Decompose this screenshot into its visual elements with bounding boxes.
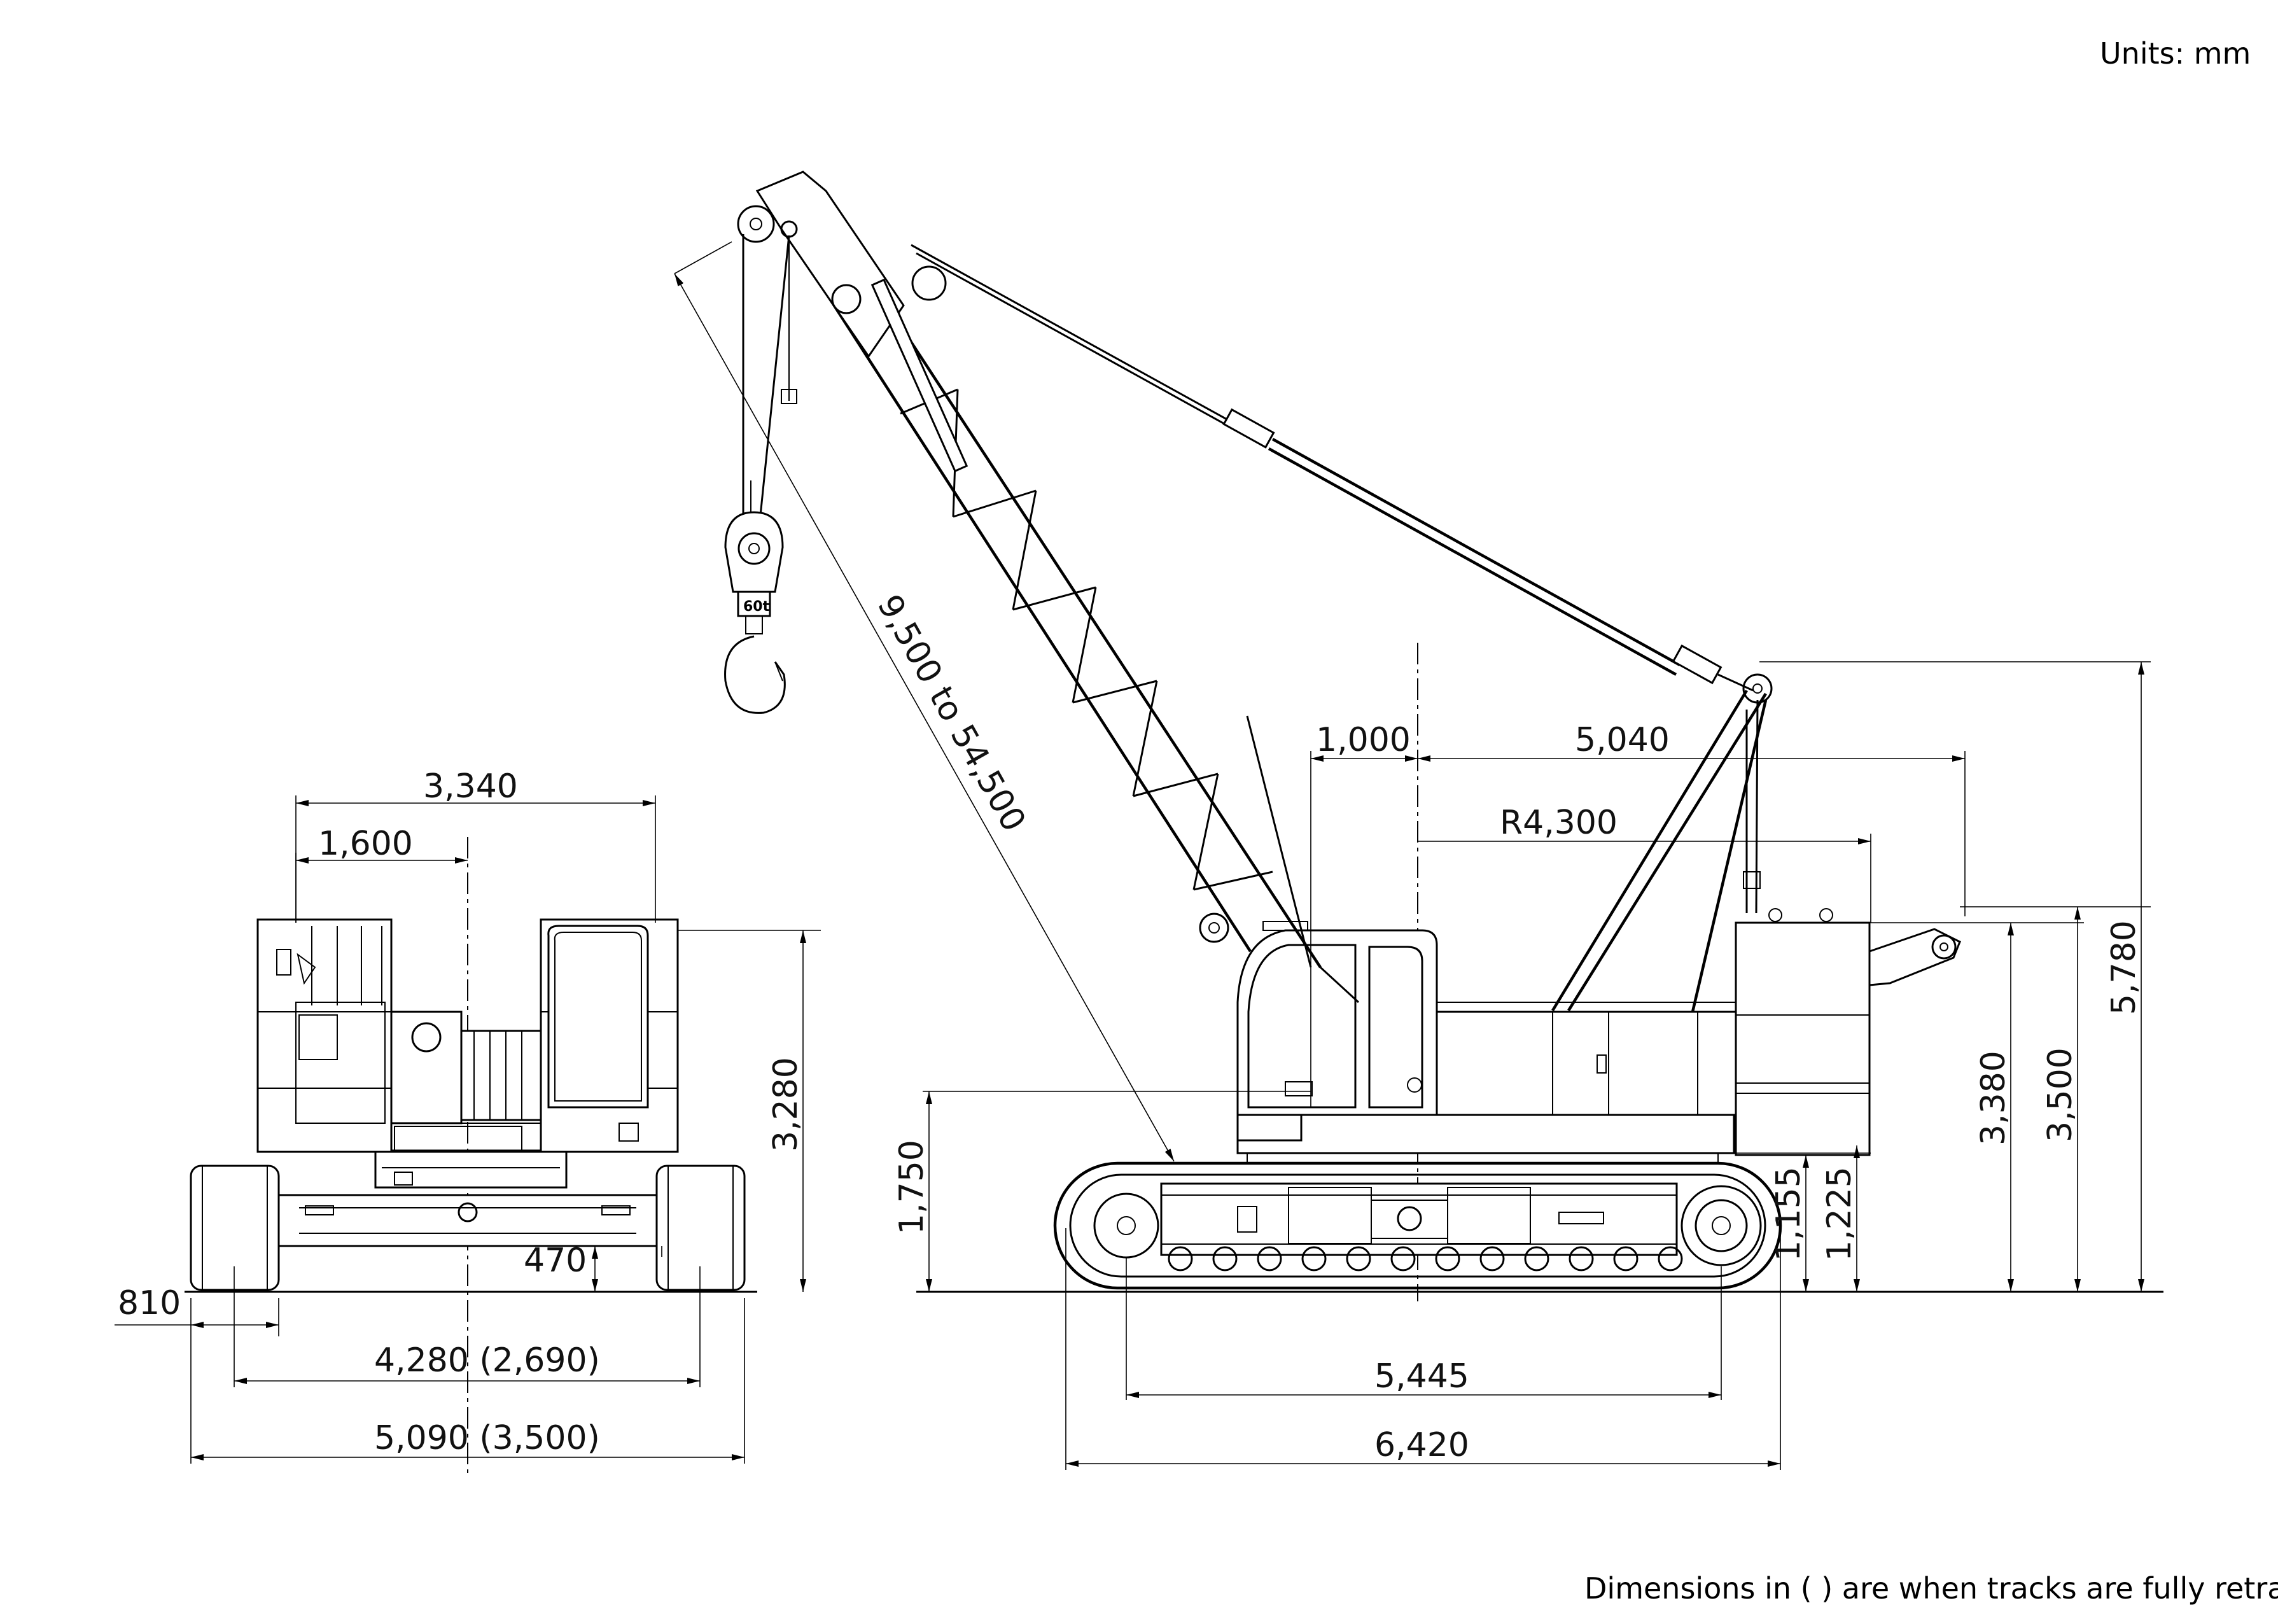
dim-counterweight-clearance-1: 1,155 [1770,1166,1808,1261]
footnote: Dimensions in ( ) are when tracks are fu… [1584,1571,2278,1606]
dim-cab-height: 3,500 [2041,1047,2079,1142]
dim-track-length: 6,420 [1374,1426,1469,1464]
dim-track-shoe-width: 810 [118,1284,181,1322]
boom-pendant [911,244,1773,1012]
dim-gantry-height: 5,780 [2105,920,2143,1015]
hook-block: 60t [724,234,797,714]
dim-counterweight-top: 3,380 [1974,1051,2013,1145]
lattice-boom [737,171,1322,969]
dim-boom-length: 9,500 to 54,500 [870,589,1033,838]
side-view-dimensions: 9,500 to 54,500 1,000 5,040 R4,300 1,750… [674,241,2151,1470]
dim-counterweight-clearance-2: 1,225 [1820,1166,1859,1261]
dim-ground-clearance: 470 [524,1242,587,1280]
dim-boom-foot-offset: 1,000 [1316,721,1411,759]
hook-capacity-label: 60t [743,599,770,615]
dim-overall-width: 5,090 (3,500) [374,1419,600,1457]
dim-tumbler-distance: 5,445 [1374,1357,1469,1396]
dim-tail-radius: R4,300 [1500,804,1618,842]
dim-track-gauge: 4,280 (2,690) [374,1341,600,1380]
front-view-crane [190,837,746,1473]
dim-tail-to-gantry: 5,040 [1575,721,1670,759]
units-label: Units: mm [2100,36,2251,71]
track-rollers [1168,1246,1683,1271]
dim-boom-foot-height: 1,750 [893,1140,931,1235]
dim-front-height: 3,280 [767,1057,805,1152]
side-view-crane: 60t [724,171,1961,1301]
dim-half-width-top: 1,600 [318,825,413,863]
dim-width-top: 3,340 [423,767,518,806]
